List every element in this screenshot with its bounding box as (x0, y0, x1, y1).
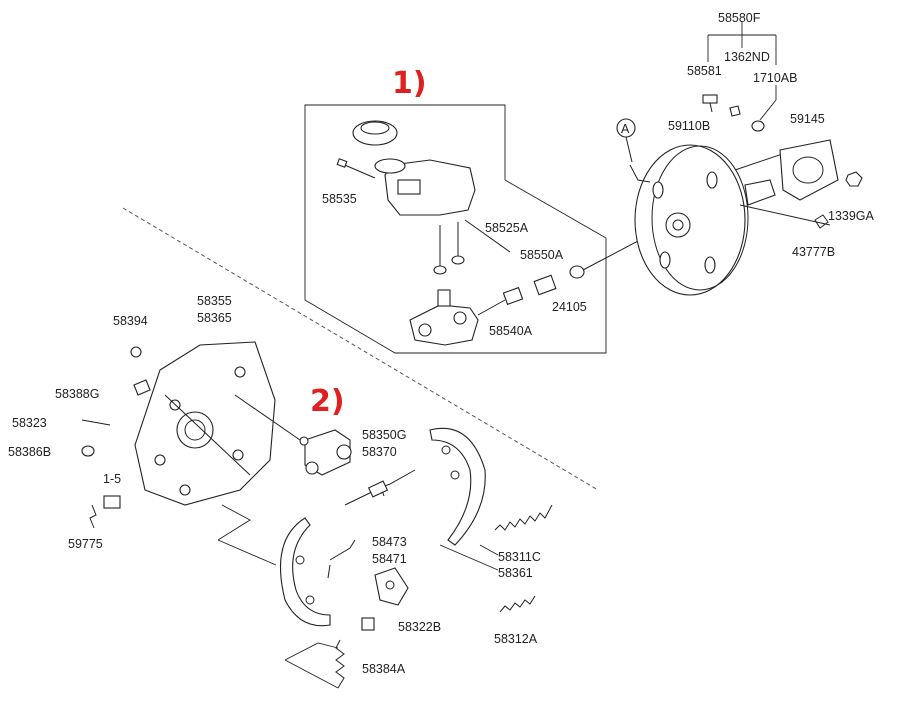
callout-2: 2) (310, 384, 345, 419)
label-58473: 58473 (372, 535, 407, 549)
callout-1: 1) (392, 66, 427, 101)
label-58388G: 58388G (55, 387, 99, 401)
label-43777B: 43777B (792, 245, 835, 259)
gasket[interactable] (779, 139, 839, 201)
master-cylinder-group (304, 104, 641, 354)
label-58311C: 58311C (498, 550, 541, 564)
section-divider (122, 207, 599, 491)
upper-spring[interactable] (494, 504, 553, 531)
lower-spring[interactable] (499, 595, 536, 613)
label-58580F: 58580F (718, 11, 761, 25)
label-58535: 58535 (322, 192, 357, 206)
brake-booster[interactable] (634, 144, 746, 296)
label-58361: 58361 (498, 566, 533, 580)
label-58386B: 58386B (8, 445, 51, 459)
label-58540A: 58540A (489, 324, 533, 338)
label-58370: 58370 (362, 445, 397, 459)
label-59775: 59775 (68, 537, 103, 551)
brake-shoe-rear[interactable] (429, 427, 486, 546)
backing-plate-group (81, 341, 352, 529)
label-1710AB: 1710AB (753, 71, 797, 85)
label-58312A: 58312A (494, 632, 538, 646)
master-cylinder-box (304, 104, 607, 354)
master-cylinder-body[interactable] (409, 304, 479, 346)
label-58384A: 58384A (362, 662, 406, 676)
label-1-5: 1-5 (103, 472, 121, 486)
label-58550A: 58550A (520, 248, 564, 262)
label-59145: 59145 (790, 112, 825, 126)
label-58355: 58355 (197, 294, 232, 308)
label-1362ND: 1362ND (724, 50, 770, 64)
label-58394: 58394 (113, 314, 148, 328)
brake-booster-group: A (616, 22, 863, 296)
label-58323: 58323 (12, 416, 47, 430)
label-59110B: 59110B (668, 119, 710, 133)
label-24105: 24105 (552, 300, 587, 314)
label-1339GA: 1339GA (828, 209, 875, 223)
ref-marker-label: A (621, 122, 630, 136)
label-58471: 58471 (372, 552, 407, 566)
brake-shoe-front[interactable] (279, 517, 331, 627)
label-58365: 58365 (197, 311, 232, 325)
brake-shoes-group (217, 427, 553, 689)
label-58525A: 58525A (485, 221, 529, 235)
label-58581: 58581 (687, 64, 722, 78)
reservoir-cap[interactable] (352, 120, 398, 146)
label-58322B: 58322B (398, 620, 441, 634)
reservoir-tank[interactable] (384, 159, 476, 216)
label-58350G: 58350G (362, 428, 406, 442)
shoe-spring[interactable] (335, 639, 345, 689)
